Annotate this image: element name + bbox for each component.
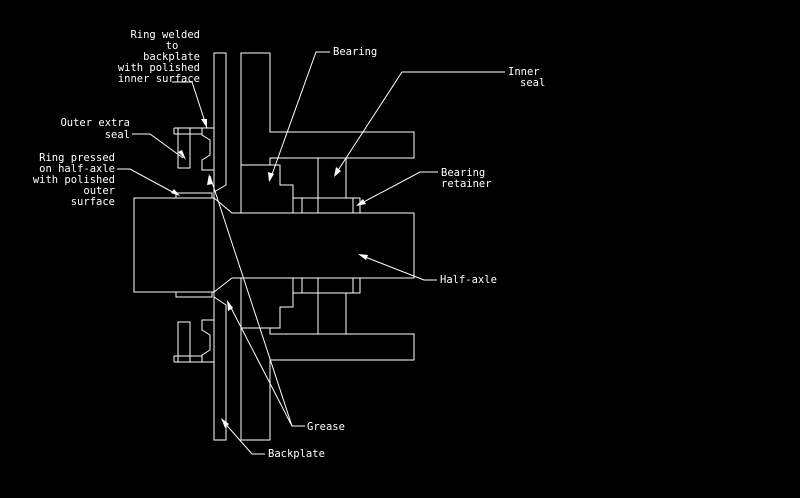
bearing-retainer-line-2: retainer (441, 178, 492, 190)
inner-seal-bottom (317, 277, 361, 335)
label-inner-seal: Inner seal (508, 66, 545, 89)
bearing-housing-bottom (240, 327, 415, 441)
bearing-housing-top (240, 52, 415, 166)
leader-inner-seal (334, 71, 505, 176)
label-bearing-retainer: Bearing retainer (441, 167, 492, 190)
leader-half-axle (359, 254, 437, 281)
leader-outer-extra-seal (132, 133, 184, 159)
arrow-inner-seal (334, 167, 341, 177)
bearing-bottom (240, 277, 303, 329)
ring-welded-line-4: with polished (118, 62, 200, 74)
leader-bearing-retainer (357, 171, 438, 206)
arrow-ring-welded (201, 119, 207, 128)
leader-bearing (269, 51, 330, 181)
ring-pressed-line-5: surface (71, 196, 115, 208)
ring-pressed-line-2: on half-axle (39, 163, 115, 175)
label-half-axle: Half-axle (440, 274, 497, 286)
pressed-ring-bottom (175, 291, 213, 298)
leader-backplate (221, 419, 265, 455)
ring-pressed-line-4: outer (83, 185, 115, 197)
leader-ring-welded (172, 81, 208, 129)
arrow-grease-2 (227, 300, 233, 311)
label-grease: Grease (307, 421, 345, 433)
bearing-retainer-line-1: Bearing (441, 167, 485, 179)
outer-extra-seal-line-2: seal (105, 129, 130, 141)
label-ring-welded: Ring welded to backplate with polished i… (118, 29, 200, 85)
label-ring-pressed: Ring pressed on half-axle with polished … (33, 152, 115, 208)
arrow-grease-1 (207, 174, 213, 185)
ring-welded-line-5: inner surface (118, 73, 200, 85)
ring-welded-line-3: backplate (143, 51, 200, 63)
leader-grease-2 (227, 301, 293, 427)
ring-welded-line-1: Ring welded (130, 29, 200, 41)
ring-pressed-line-3: with polished (33, 174, 115, 186)
inner-seal-top (317, 157, 361, 214)
ring-pressed-line-1: Ring pressed (39, 152, 115, 164)
inner-seal-line-2: seal (520, 77, 545, 89)
label-backplate: Backplate (268, 448, 325, 460)
arrow-outer-extra-seal (178, 150, 186, 160)
label-bearing: Bearing (333, 46, 377, 58)
arrow-bearing-retainer (356, 199, 366, 206)
ring-welded-line-2: to (166, 40, 179, 52)
half-axle (133, 197, 415, 293)
bearing-retainer-bottom (292, 277, 354, 294)
pressed-ring-top (175, 192, 213, 199)
arrow-half-axle (358, 254, 368, 260)
welded-ring-top (201, 127, 215, 171)
backplate (213, 52, 227, 441)
bearing-retainer-top (292, 197, 354, 214)
welded-ring-bottom (201, 319, 215, 363)
arrow-ring-pressed (171, 189, 180, 196)
leader-ring-pressed (117, 168, 179, 196)
outer-extra-seal-line-1: Outer extra (60, 117, 130, 129)
arrow-bearing (268, 172, 274, 182)
inner-seal-line-1: Inner (508, 66, 540, 78)
arrow-backplate (221, 418, 229, 428)
label-outer-extra-seal: Outer extra seal (60, 117, 130, 141)
